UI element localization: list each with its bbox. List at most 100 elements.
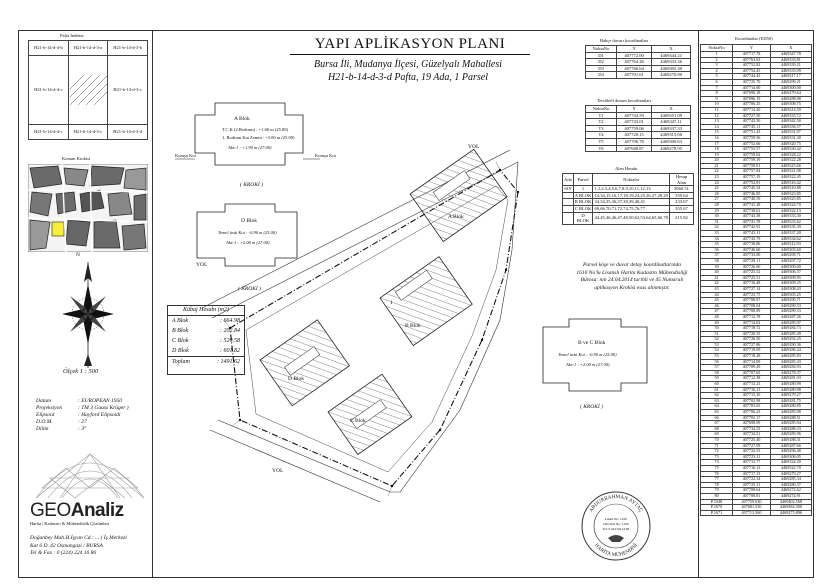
cell: 7 (699, 84, 734, 92)
cell: 359.64 (668, 191, 695, 200)
cell: 53 (699, 341, 734, 349)
cell: 4469285.08 (769, 409, 813, 416)
plan-label-d: D Blok (288, 376, 305, 382)
cell: 4469272.62 (769, 487, 813, 494)
sheet-index-grid: H21-b-14-d-4-b H21-b-14-d-3-a H21-b-14-d… (28, 40, 148, 140)
cell: 77 (699, 476, 734, 483)
cell: 4469288.31 (769, 437, 813, 444)
road-label: YOL (272, 468, 284, 474)
geodesic-dome-icon (35, 453, 145, 499)
area-key: D Blok (172, 348, 189, 354)
cell: 4469292.25 (769, 336, 813, 343)
cell: 6 (699, 79, 734, 86)
cell: 46 (699, 302, 734, 310)
cell: 11 (699, 106, 734, 114)
cell: 4469308.43 (769, 285, 813, 293)
cell: 39 (699, 263, 734, 271)
cell: 4469285.94 (769, 420, 813, 427)
cell: T4 (585, 131, 617, 139)
cell: 4469288.33 (769, 425, 813, 433)
right-coordinate-panel (698, 30, 814, 578)
a-blok-line: T.C.K (2.Bodrum) : +1.60 m (25.00) (222, 127, 288, 132)
cell: 4469274.91 (769, 492, 813, 500)
cell: 38 (699, 258, 734, 265)
datum-value: : 27 (78, 419, 87, 425)
cell: 4469285.83 (769, 353, 813, 360)
cell: 4469315.60 (651, 131, 691, 139)
cell: 4469288.51 (769, 414, 813, 422)
cell: 4469324.20 (769, 459, 813, 466)
cell: 4469290.33 (769, 302, 813, 310)
datum-value: : Hayford Elipsoidi (78, 412, 121, 418)
d-blok-line: Aks-1 : +2.00 m (27.00) (226, 240, 270, 245)
cell: 73 (699, 453, 734, 461)
cell: 10 (699, 101, 734, 108)
datum-value: : EUROPEAN 1950 (78, 398, 122, 404)
cell: 4469285.34 (769, 476, 813, 483)
cell: 4469281.03 (769, 375, 813, 382)
cell: 66 (699, 414, 734, 422)
index-cell: H21-b-14-d-4-c (28, 124, 69, 140)
cell: 407764.26 (615, 58, 653, 66)
cell: 4469298.71 (769, 252, 813, 259)
tie-table-title: Tecrübeli durum koordinatları (597, 98, 652, 103)
area-total-value: : 1491.62 (217, 359, 240, 365)
cell: 4469317.17 (769, 73, 813, 80)
cell (562, 204, 574, 213)
cell: 4469289.33 (769, 308, 813, 315)
cell: 407766.64 (615, 64, 653, 73)
boundary-table-title: Bahçe duvarı koordinatları (600, 38, 649, 43)
seal-center-text: Oda Sicil No: 1.610 (603, 522, 629, 526)
index-cell: H21-b-14-d-3-d (107, 124, 148, 140)
note-line: aplikasyon Krokisi esas alınmıştır. (594, 284, 670, 291)
cell: 76 (699, 470, 734, 478)
cell: 41 (699, 274, 734, 282)
col-header: Noktalar (592, 172, 670, 187)
engineer-seal-icon: ABDURRAHMAN AYTAÇ HARİTA MÜHENDİSİ Lisan… (581, 491, 651, 561)
cell: 4469284.73 (769, 325, 813, 332)
cell: 407772.00 (615, 51, 653, 60)
plan-label-c: C Blok (350, 418, 366, 424)
cell: 4469300.00 (769, 84, 813, 92)
cell: T5 (585, 137, 617, 146)
cell: 4469306.75 (769, 101, 813, 108)
cell: 4469300.00 (769, 263, 813, 271)
scale-label: Ölçek 1 : 500 (63, 368, 99, 375)
cell: 4469290.71 (769, 297, 813, 304)
plan-label-a: A Blok (448, 214, 464, 220)
cell: 79 (699, 487, 734, 494)
cell: 4469281.75 (769, 397, 813, 405)
cell: 47 (699, 308, 734, 315)
a-blok-line: Aks-1 : +1.90 m (27.00) (228, 145, 272, 150)
cell: 407759.06 (615, 124, 653, 133)
cell: A BLOK (572, 191, 594, 200)
cell: 65 (699, 409, 734, 416)
cell: 4469306.05 (769, 453, 813, 461)
cell: 49 (699, 319, 734, 327)
cell: 70 (699, 437, 734, 444)
cell: 4469275.896 (769, 509, 813, 517)
coords-title: Koordinatlar (ED50) (735, 36, 773, 41)
cell: 4469305.25 (769, 291, 813, 299)
cell (562, 198, 574, 206)
cell: 407743.01 (615, 118, 653, 126)
col-header: X (651, 45, 691, 53)
cell: 407713.560 (732, 509, 771, 517)
cell: 4469284.93 (769, 364, 813, 371)
